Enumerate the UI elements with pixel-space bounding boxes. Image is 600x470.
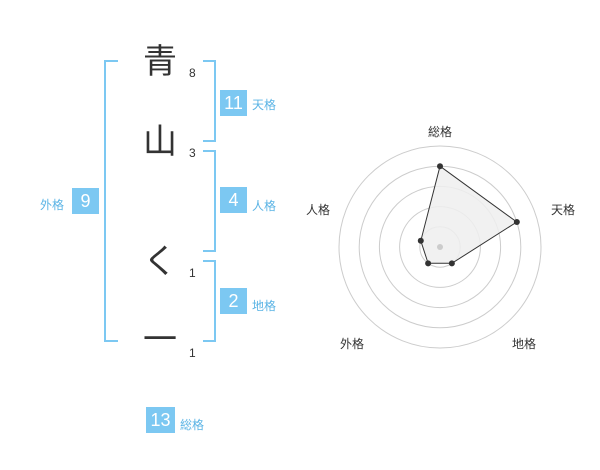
- radar-point-4: [425, 260, 432, 267]
- radar-point-1: [437, 163, 443, 170]
- jinkaku-label: 人格: [252, 199, 277, 213]
- jinkaku-value: 4: [220, 187, 247, 213]
- radar-axis-label-gaikaku: 外格: [339, 337, 364, 351]
- tenkaku-value: 11: [220, 90, 247, 116]
- radar-point-5: [417, 237, 424, 244]
- tenkaku-bracket: [203, 60, 216, 142]
- chikaku-label: 地格: [252, 299, 277, 313]
- stroke-count-1: 8: [189, 66, 196, 80]
- gaikaku-value: 9: [72, 188, 99, 214]
- radar-center-dot: [437, 244, 443, 250]
- chikaku-value: 2: [220, 288, 247, 314]
- radar-point-2: [513, 219, 520, 226]
- gaikaku-label: 外格: [40, 198, 65, 212]
- radar-axis-label-chikaku: 地格: [511, 337, 536, 351]
- name-char-4: 一: [143, 320, 177, 360]
- radar-ring: [338, 145, 542, 349]
- stroke-count-3: 1: [189, 266, 196, 280]
- gaikaku-bracket: [104, 60, 118, 342]
- stroke-count-4: 1: [189, 346, 196, 360]
- radar-point-3: [448, 260, 455, 267]
- radar-axis-label-soukaku: 総格: [427, 125, 452, 139]
- stroke-count-2: 3: [189, 146, 196, 160]
- name-char-1: 青: [143, 42, 177, 82]
- tenkaku-label: 天格: [252, 98, 277, 112]
- soukaku-value: 13: [146, 407, 175, 433]
- jinkaku-bracket: [203, 150, 216, 252]
- chikaku-bracket: [203, 260, 216, 342]
- soukaku-label: 総格: [180, 418, 205, 432]
- name-char-2: 山: [143, 122, 177, 162]
- radar-axis-label-tenkaku: 天格: [550, 203, 575, 217]
- name-char-3: く: [143, 242, 177, 282]
- radar-area: [420, 165, 518, 264]
- radar-axis-label-jinkaku: 人格: [305, 203, 330, 217]
